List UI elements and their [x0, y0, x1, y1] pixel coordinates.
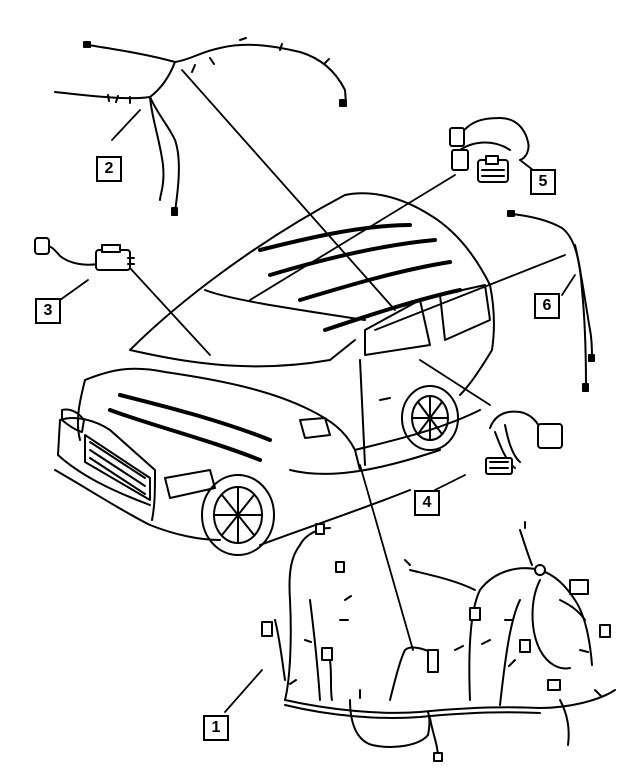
callout-1: 1	[203, 715, 229, 741]
sensor-module-icon	[34, 237, 135, 271]
rear-wiring-harness-icon	[507, 210, 595, 392]
overhead-module-icon	[449, 117, 530, 183]
leader-lines	[59, 69, 576, 713]
door-module-icon	[485, 410, 563, 475]
callout-5: 5	[530, 169, 556, 195]
headliner-wiring-harness-icon	[54, 37, 347, 216]
callout-2: 2	[96, 156, 122, 182]
callout-6: 6	[534, 293, 560, 319]
callout-3: 3	[35, 298, 61, 324]
callout-4: 4	[414, 490, 440, 516]
minivan-illustration	[54, 192, 496, 556]
instrument-panel-wiring-harness-icon	[261, 521, 616, 762]
